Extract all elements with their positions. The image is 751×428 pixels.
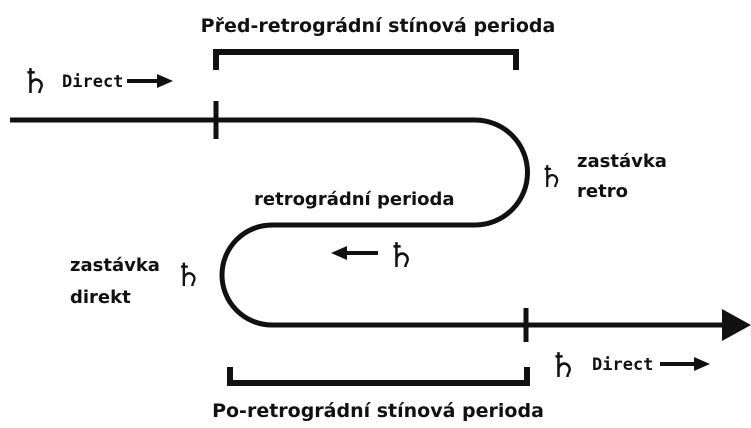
- direct-arrow-out-head: [694, 357, 710, 371]
- saturn-icon: ♄: [20, 62, 50, 102]
- retrograde-path: [10, 117, 728, 328]
- retro-arrow-head: [331, 246, 347, 260]
- saturn-icon: ♄: [174, 256, 203, 294]
- post-shadow-title: Po-retrográdní stínová perioda: [212, 400, 544, 422]
- direct-label-in: Direct: [62, 72, 123, 92]
- saturn-icon: ♄: [548, 346, 578, 386]
- station-direct-label-line2: direkt: [70, 287, 131, 308]
- pre-shadow-bracket: [213, 49, 519, 70]
- station-direct-label-line1: zastávka: [70, 255, 160, 276]
- direct-label-out: Direct: [592, 355, 653, 375]
- saturn-icon: ♄: [538, 160, 565, 195]
- retro-period-label: retrográdní perioda: [254, 189, 455, 210]
- pre-shadow-title: Před-retrográdní stínová perioda: [201, 15, 556, 37]
- station-retro-label-line2: retro: [577, 181, 628, 202]
- direct-arrow-in-head: [157, 74, 173, 88]
- station-retro-label-line1: zastávka: [577, 151, 667, 172]
- saturn-icon: ♄: [386, 236, 416, 276]
- post-shadow-bracket: [227, 367, 530, 386]
- path-end-arrowhead: [722, 309, 751, 341]
